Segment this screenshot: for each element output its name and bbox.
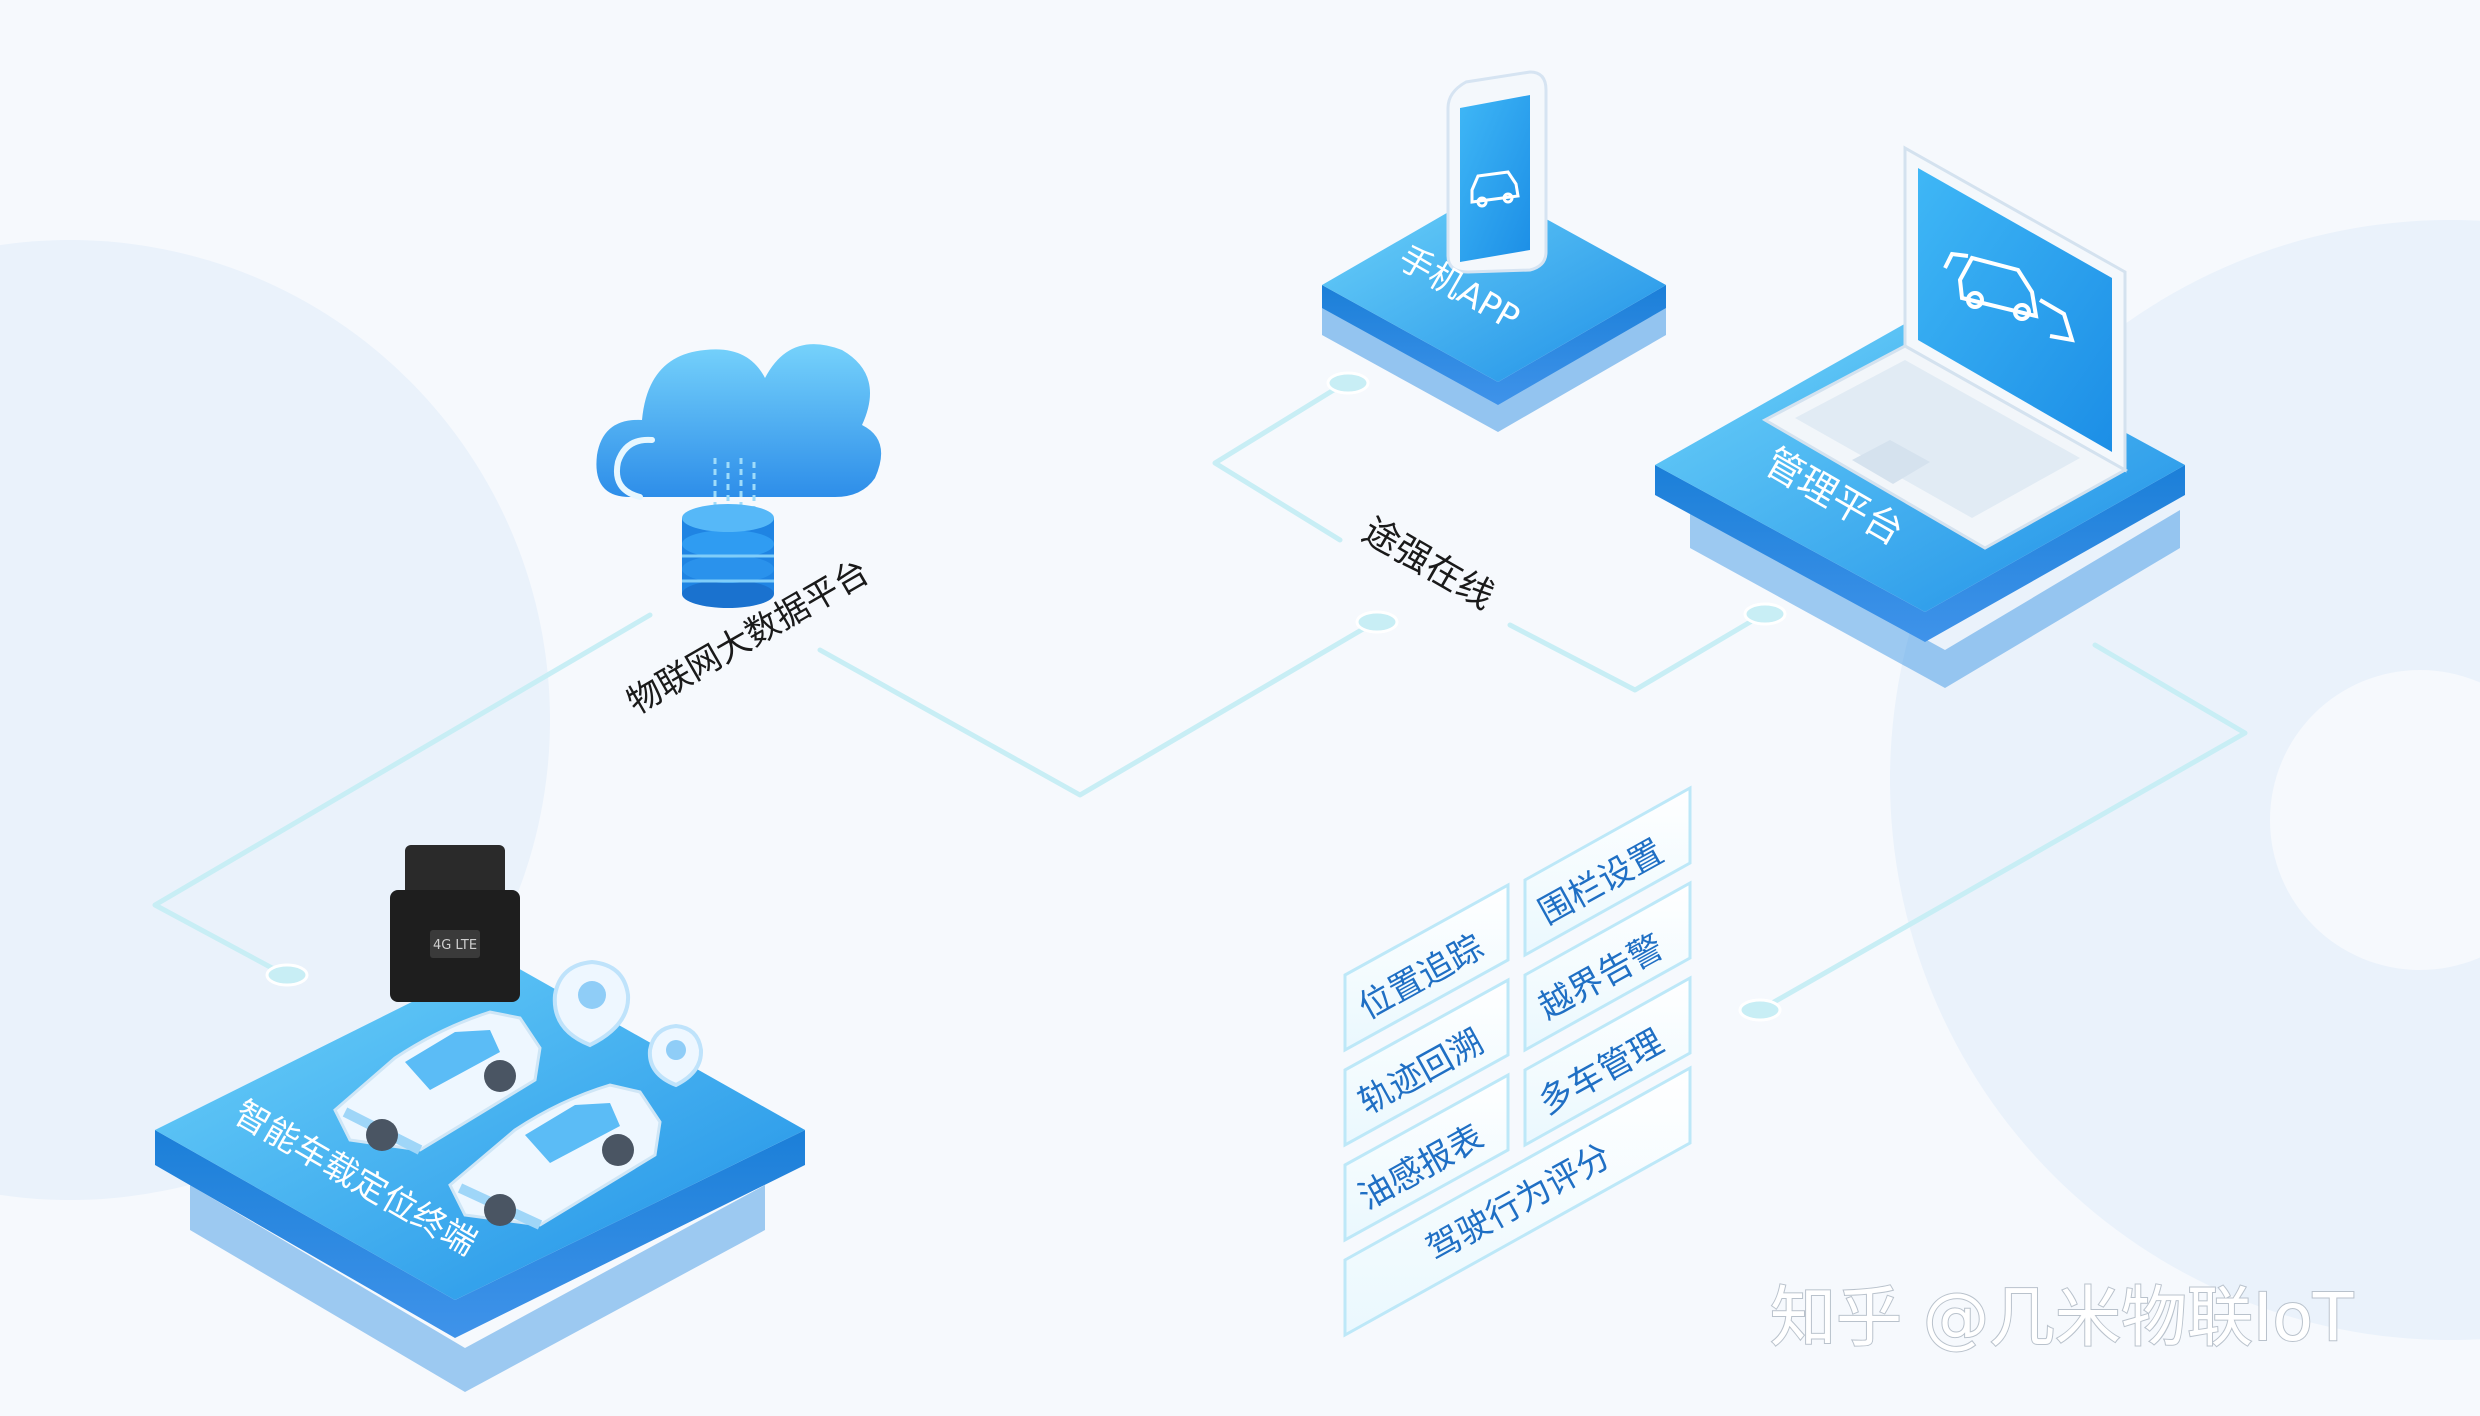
device-platform — [155, 958, 805, 1392]
app-node: 手机APP — [1322, 70, 1666, 432]
center-label: 途强在线 — [1356, 510, 1501, 618]
obd-device-icon: 4G LTE — [390, 845, 520, 1002]
phone-icon — [1446, 70, 1548, 274]
app-platform — [1322, 188, 1666, 432]
line-cloud-center — [817, 619, 1378, 798]
connection-dots — [265, 371, 1787, 1022]
cars-icon — [1943, 251, 2075, 343]
connection-lines — [152, 380, 2248, 1013]
car-icon — [1470, 170, 1520, 208]
line-device-cloud — [152, 612, 653, 978]
watermark: 知乎 @几米物联IoT — [1770, 1279, 2354, 1356]
device-node: 4G LTE 智能车载定位终端 — [155, 845, 805, 1392]
database-icon — [682, 504, 774, 608]
cloud-node: 物联网大数据平台 — [596, 344, 882, 723]
location-pin-icon — [552, 959, 631, 1048]
cloud-icon — [596, 344, 882, 520]
line-platform-features — [1757, 642, 2248, 1013]
location-pin-icon-2 — [647, 1023, 704, 1088]
laptop-icon — [1761, 145, 2129, 550]
obd-label: 4G LTE — [433, 938, 477, 953]
feature-panel: 位置追踪 轨迹回溯 油感报表 围栏设置 越界告警 多车管理 驾驶行为评分 — [1343, 785, 1692, 1338]
car-icon-1 — [333, 1010, 542, 1155]
line-center-platform — [1507, 612, 1765, 693]
line-center-app — [1212, 380, 1348, 543]
platform-node: 管理平台 — [1655, 145, 2185, 688]
car-icon-2 — [448, 1083, 662, 1230]
